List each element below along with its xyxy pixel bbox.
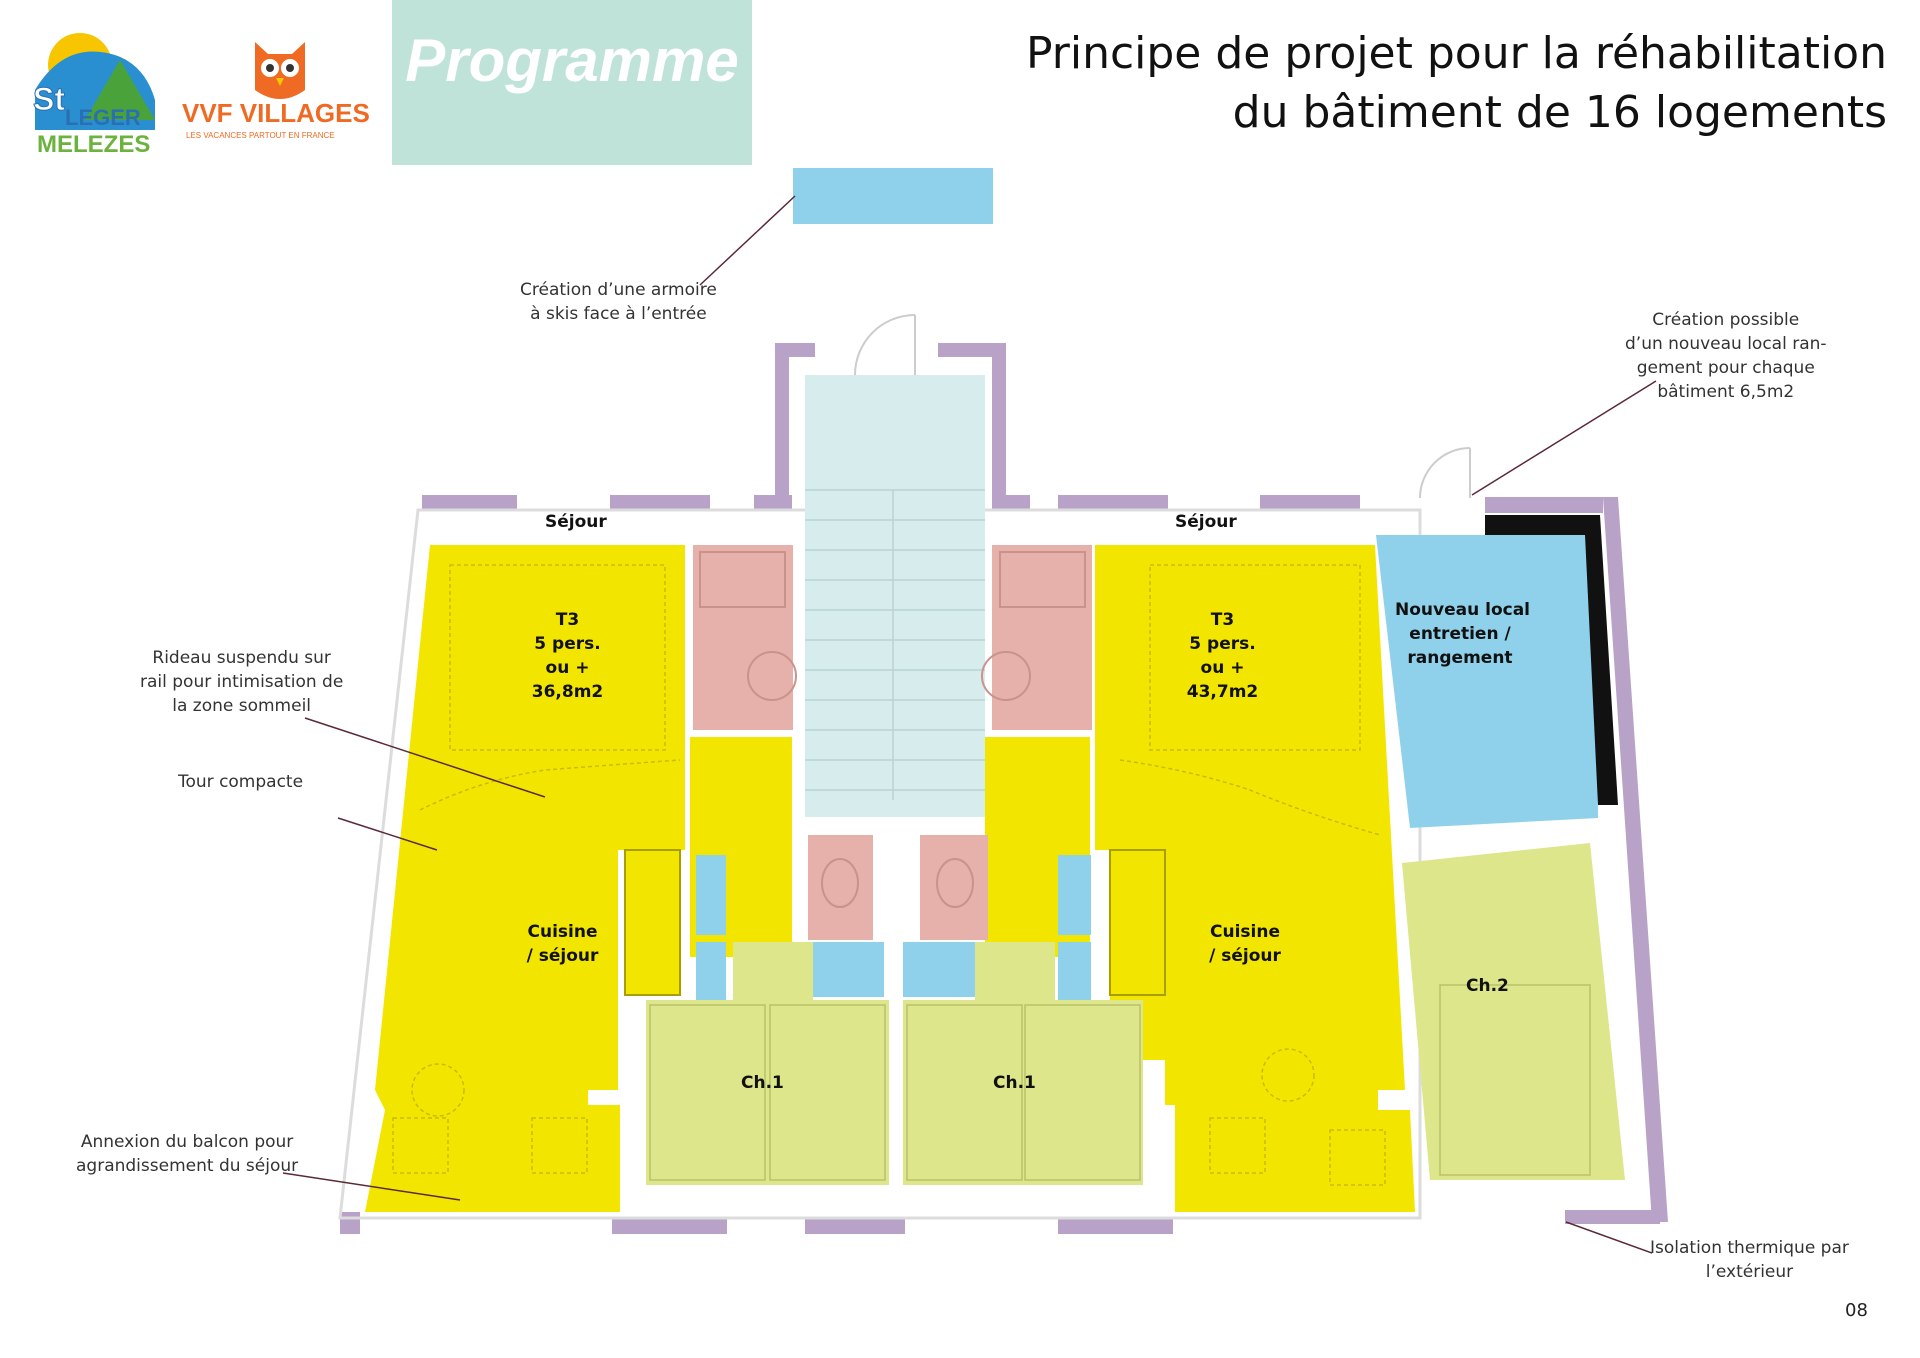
note-tour-compacte: Tour compacte [178, 770, 303, 794]
note-balcon: Annexion du balcon pour agrandissement d… [76, 1130, 298, 1178]
room-line: / séjour [526, 946, 599, 966]
room-line: ou + [1200, 658, 1245, 678]
bedrooms [646, 843, 1625, 1185]
bed-outlines [649, 984, 1591, 1181]
svg-text:VVF VILLAGES: VVF VILLAGES [182, 98, 370, 128]
room-line: T3 [1210, 610, 1235, 630]
living-areas [365, 545, 1415, 1212]
note-line: à skis face à l’entrée [530, 304, 707, 324]
vvf-villages-logo: VVF VILLAGES LES VACANCES PARTOUT EN FRA… [180, 40, 380, 150]
room-label-cuisine-right: Cuisine / séjour [1205, 920, 1285, 968]
exterior-walls [340, 343, 1668, 1234]
note-line: rail pour intimisation de [140, 672, 344, 692]
room-label-ch1-right: Ch.1 [993, 1073, 1036, 1093]
room-line: 5 pers. [534, 634, 601, 654]
svg-text:MELEZES: MELEZES [37, 131, 150, 158]
svg-text:St: St [33, 81, 65, 117]
room-label-sejour-left: Séjour [545, 512, 607, 532]
section-label: Programme [405, 27, 739, 94]
room-line: rangement [1407, 648, 1513, 668]
room-line: Nouveau local [1395, 600, 1530, 620]
note-line: Rideau suspendu sur [152, 648, 331, 668]
note-line: l’extérieur [1705, 1262, 1794, 1282]
note-line: Annexion du balcon pour [80, 1132, 294, 1152]
note-line: gement pour chaque [1636, 358, 1815, 378]
room-label-ch2: Ch.2 [1466, 976, 1509, 996]
st-leger-logo-graphic: St LEGER MELEZES [33, 33, 155, 158]
note-line: bâtiment 6,5m2 [1657, 382, 1795, 402]
room-line: 5 pers. [1189, 634, 1256, 654]
door-swings [854, 314, 1471, 499]
room-line: 43,7m2 [1186, 682, 1259, 702]
room-label-ch1-left: Ch.1 [741, 1073, 784, 1093]
storage-units [696, 168, 1598, 1032]
room-line: / séjour [1209, 946, 1281, 966]
room-line: Cuisine [1210, 922, 1280, 942]
page-number: 08 [1845, 1300, 1868, 1321]
note-local-rangement: Création possible d’un nouveau local ran… [1625, 308, 1827, 404]
room-label-t3-left: T3 5 pers. ou + 36,8m2 [530, 608, 605, 704]
room-label-local-entretien: Nouveau local entretien / rangement [1395, 598, 1530, 670]
page-title-line-1: Principe de projet pour la réhabilitatio… [1026, 28, 1887, 79]
room-line: ou + [545, 658, 590, 678]
kitchen-units [624, 849, 1166, 996]
owl-icon: VVF VILLAGES LES VACANCES PARTOUT EN FRA… [182, 42, 370, 140]
wall-outline [338, 508, 1422, 1220]
svg-text:LEGER: LEGER [65, 105, 141, 130]
svg-text:LES VACANCES PARTOUT EN FRANCE: LES VACANCES PARTOUT EN FRANCE [186, 131, 335, 140]
room-label-cuisine-left: Cuisine / séjour [525, 920, 600, 968]
annotation-leaders [282, 195, 1657, 1254]
new-wall [1485, 515, 1618, 805]
room-line: Cuisine [527, 922, 598, 942]
note-line: Création d’une armoire [520, 280, 717, 300]
room-label-sejour-right: Séjour [1175, 512, 1237, 532]
room-line: entretien / [1409, 624, 1511, 644]
st-leger-melezes-logo: St LEGER MELEZES [25, 20, 165, 160]
section-label-box: Programme [392, 0, 752, 165]
staircase [805, 375, 985, 817]
note-line: Création possible [1652, 310, 1800, 330]
note-rideau: Rideau suspendu sur rail pour intimisati… [140, 646, 343, 718]
note-line: Isolation thermique par [1650, 1238, 1849, 1258]
page-title-line-2: du bâtiment de 16 logements [1232, 87, 1887, 138]
room-line: 36,8m2 [531, 682, 604, 702]
room-label-t3-right: T3 5 pers. ou + 43,7m2 [1185, 608, 1260, 704]
note-line: agrandissement du séjour [76, 1156, 299, 1176]
note-line: Tour compacte [178, 772, 304, 792]
note-armoire: Création d’une armoire à skis face à l’e… [520, 278, 717, 326]
note-line: d’un nouveau local ran- [1625, 334, 1827, 354]
note-line: la zone sommeil [172, 696, 312, 716]
note-isolation: Isolation thermique par l’extérieur [1650, 1236, 1849, 1284]
stair-treads [805, 489, 985, 800]
furniture-outlines [392, 564, 1386, 1186]
bathroom-fixtures [699, 551, 1086, 908]
room-line: T3 [555, 610, 580, 630]
